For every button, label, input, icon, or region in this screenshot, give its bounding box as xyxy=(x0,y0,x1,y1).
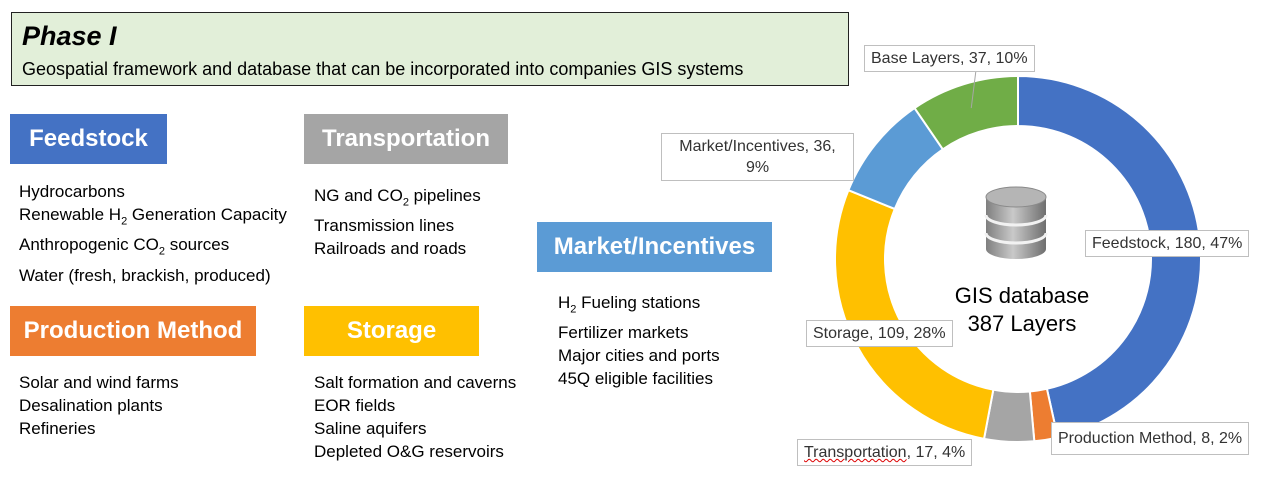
database-icon xyxy=(984,186,1048,259)
base-layers-leader-line xyxy=(970,69,977,109)
feedstock-item: Renewable H2 Generation Capacity xyxy=(19,205,287,228)
market-label-line-2: 9% xyxy=(745,159,770,176)
phase-banner: Phase I Geospatial framework and databas… xyxy=(11,12,849,86)
center-line-1: GIS database xyxy=(954,283,1090,308)
feedstock-item: Hydrocarbons xyxy=(19,182,125,201)
slice-label-production-method: Production Method, 8, 2% xyxy=(1051,422,1250,455)
feedstock-header: Feedstock xyxy=(10,114,167,164)
slice-label-feedstock: Feedstock, 180, 47% xyxy=(1085,230,1250,257)
storage-item: EOR fields xyxy=(314,396,396,415)
storage-item: Saline aquifers xyxy=(314,419,427,438)
phase-subtitle: Geospatial framework and database that c… xyxy=(22,59,744,79)
slice-label-base-layers: Base Layers, 37, 10% xyxy=(864,45,1035,72)
donut-slice-base xyxy=(913,74,1019,151)
storage-item: Depleted O&G reservoirs xyxy=(314,442,504,461)
market-item: Fertilizer markets xyxy=(558,323,689,343)
phase-title: Phase I xyxy=(22,21,117,51)
transportation-item: NG and CO2 pipelines xyxy=(314,186,481,209)
storage-item: Salt formation and caverns xyxy=(314,373,517,392)
slice-label-market-incentives: Market/Incentives, 36, 9% xyxy=(661,133,854,181)
market-incentives-header: Market/Incentives xyxy=(537,222,772,272)
market-label-line-1: Market/Incentives, 36, xyxy=(679,138,836,155)
slice-label-storage: Storage, 109, 28% xyxy=(806,320,953,347)
transportation-item: Transmission lines xyxy=(314,216,455,236)
production-item: Solar and wind farms xyxy=(19,373,179,392)
storage-header: Storage xyxy=(304,306,479,356)
center-line-2: 387 Layers xyxy=(967,311,1077,336)
transportation-label-rest: , 17, 4% xyxy=(906,444,966,461)
production-item: Refineries xyxy=(19,419,96,438)
transportation-label-name: Transportation xyxy=(804,444,907,461)
transportation-item: Railroads and roads xyxy=(314,239,467,259)
market-item: Major cities and ports xyxy=(558,346,720,366)
donut-center-label: GIS database 387 Layers xyxy=(922,282,1122,338)
feedstock-item: Water (fresh, brackish, produced) xyxy=(19,265,271,285)
feedstock-item: Anthropogenic CO2 sources xyxy=(19,235,230,258)
production-item: Desalination plants xyxy=(19,396,163,415)
slice-label-transportation: Transportation, 17, 4% xyxy=(797,439,973,466)
transportation-header: Transportation xyxy=(304,114,508,164)
market-item: 45Q eligible facilities xyxy=(558,369,713,389)
production-method-header: Production Method xyxy=(10,306,256,356)
market-item: H2 Fueling stations xyxy=(558,293,701,316)
